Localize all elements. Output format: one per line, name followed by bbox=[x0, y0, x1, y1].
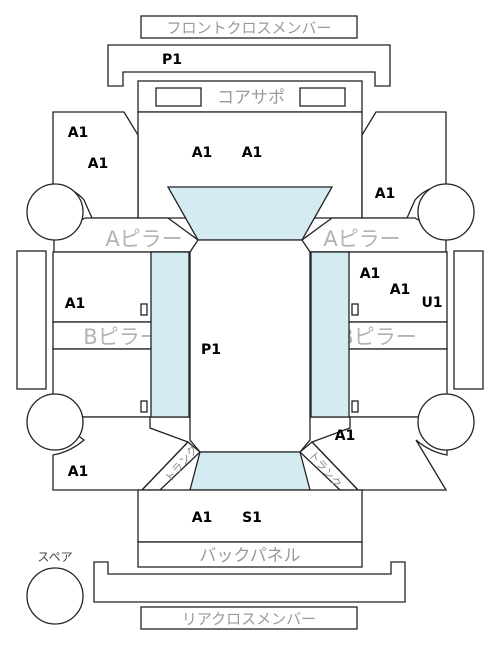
rear-left-door-handle bbox=[140, 400, 148, 413]
hood-code-2: A1 bbox=[242, 145, 263, 161]
rear-right-quarter-code: A1 bbox=[335, 428, 356, 444]
rear-cross-member-box bbox=[140, 606, 358, 630]
front-right-wheel bbox=[417, 183, 475, 241]
trunk-code-2: S1 bbox=[242, 510, 262, 526]
back-panel-label: バックパネル bbox=[199, 546, 300, 566]
front-cross-member-label: フロントクロスメンバー bbox=[166, 19, 331, 37]
rear-window bbox=[189, 451, 311, 491]
core-support-label: コアサポ bbox=[217, 88, 285, 108]
right-side-glass bbox=[310, 251, 350, 418]
spare-wheel bbox=[26, 567, 84, 625]
front-cross-member-box bbox=[140, 15, 358, 39]
rear-left-wheel bbox=[26, 393, 84, 451]
front-left-wheel bbox=[26, 183, 84, 241]
front-left-fender-code-1: A1 bbox=[68, 125, 89, 141]
front-member-code: P1 bbox=[162, 52, 182, 68]
rear-cross-member-label: リアクロスメンバー bbox=[182, 610, 316, 628]
front-bumper bbox=[107, 44, 391, 87]
rear-left-quarter bbox=[51, 416, 190, 491]
front-right-fender-code: A1 bbox=[375, 186, 396, 202]
front-right-door-code-3: U1 bbox=[421, 295, 442, 311]
headlight-right bbox=[299, 87, 346, 107]
rear-right-wheel bbox=[417, 393, 475, 451]
front-right-door-code-1: A1 bbox=[360, 266, 381, 282]
front-left-door-handle bbox=[140, 303, 148, 316]
b-pillar-right-label: Bピラー bbox=[339, 325, 416, 349]
roof-code: P1 bbox=[201, 342, 221, 358]
a-pillar-left-label: Aピラー bbox=[105, 227, 182, 251]
b-pillar-left-label: Bピラー bbox=[83, 325, 160, 349]
trunk-lid bbox=[137, 489, 363, 543]
rear-right-door-handle bbox=[351, 400, 359, 413]
front-right-door-code-2: A1 bbox=[390, 282, 411, 298]
left-side-glass bbox=[150, 251, 190, 418]
front-left-fender-code-2: A1 bbox=[88, 156, 109, 172]
hood-code-1: A1 bbox=[192, 145, 213, 161]
rear-left-quarter-code: A1 bbox=[68, 464, 89, 480]
front-windshield bbox=[166, 186, 334, 241]
back-panel bbox=[137, 541, 363, 568]
headlight-left bbox=[155, 87, 202, 107]
rear-bumper bbox=[93, 561, 406, 603]
front-left-door-code: A1 bbox=[65, 296, 86, 312]
a-pillar-right-label: Aピラー bbox=[323, 227, 400, 251]
left-side-step bbox=[16, 250, 47, 390]
spare-label: スペア bbox=[37, 550, 72, 564]
front-right-door-handle bbox=[351, 303, 359, 316]
right-side-step bbox=[453, 250, 484, 390]
trunk-code-1: A1 bbox=[192, 510, 213, 526]
